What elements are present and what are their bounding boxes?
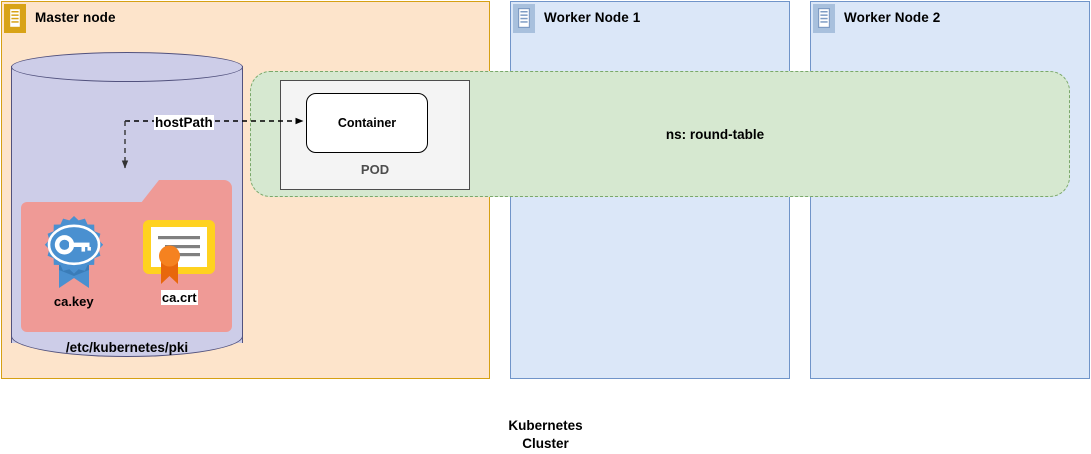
node-title-master: Master node	[35, 10, 116, 25]
pod-caption: POD	[360, 162, 390, 177]
node-title-worker-2: Worker Node 2	[844, 10, 941, 25]
node-header-worker-2: Worker Node 2	[811, 2, 940, 33]
host-filesystem-cylinder: ca.key ca.crt	[11, 52, 243, 357]
file-item-ca-key: ca.key	[28, 214, 120, 309]
server-rack-icon	[513, 3, 535, 33]
file-label-ca-crt: ca.crt	[160, 290, 198, 305]
server-rack-icon	[4, 3, 26, 33]
server-rack-icon	[813, 3, 835, 33]
certificate-icon	[143, 220, 216, 284]
container-box: Container	[306, 93, 428, 153]
cluster-caption-line-2: Cluster	[522, 436, 569, 451]
cluster-caption-line-1: Kubernetes	[508, 418, 583, 433]
folder-contents: ca.key ca.crt	[21, 202, 232, 332]
file-item-ca-crt: ca.crt	[133, 214, 225, 305]
hostpath-label: hostPath	[154, 115, 214, 130]
file-label-ca-key: ca.key	[53, 294, 94, 309]
pki-folder: ca.key ca.crt	[21, 180, 232, 332]
pki-path-label: /etc/kubernetes/pki	[65, 340, 189, 355]
cluster-caption: Kubernetes Cluster	[0, 417, 1091, 453]
key-badge-icon	[44, 216, 103, 288]
node-header-master: Master node	[2, 2, 116, 33]
node-header-worker-1: Worker Node 1	[511, 2, 640, 33]
node-title-worker-1: Worker Node 1	[544, 10, 641, 25]
cylinder-top	[11, 52, 243, 82]
namespace-label: ns: round-table	[665, 126, 765, 142]
pod-box: Container POD	[280, 80, 470, 190]
